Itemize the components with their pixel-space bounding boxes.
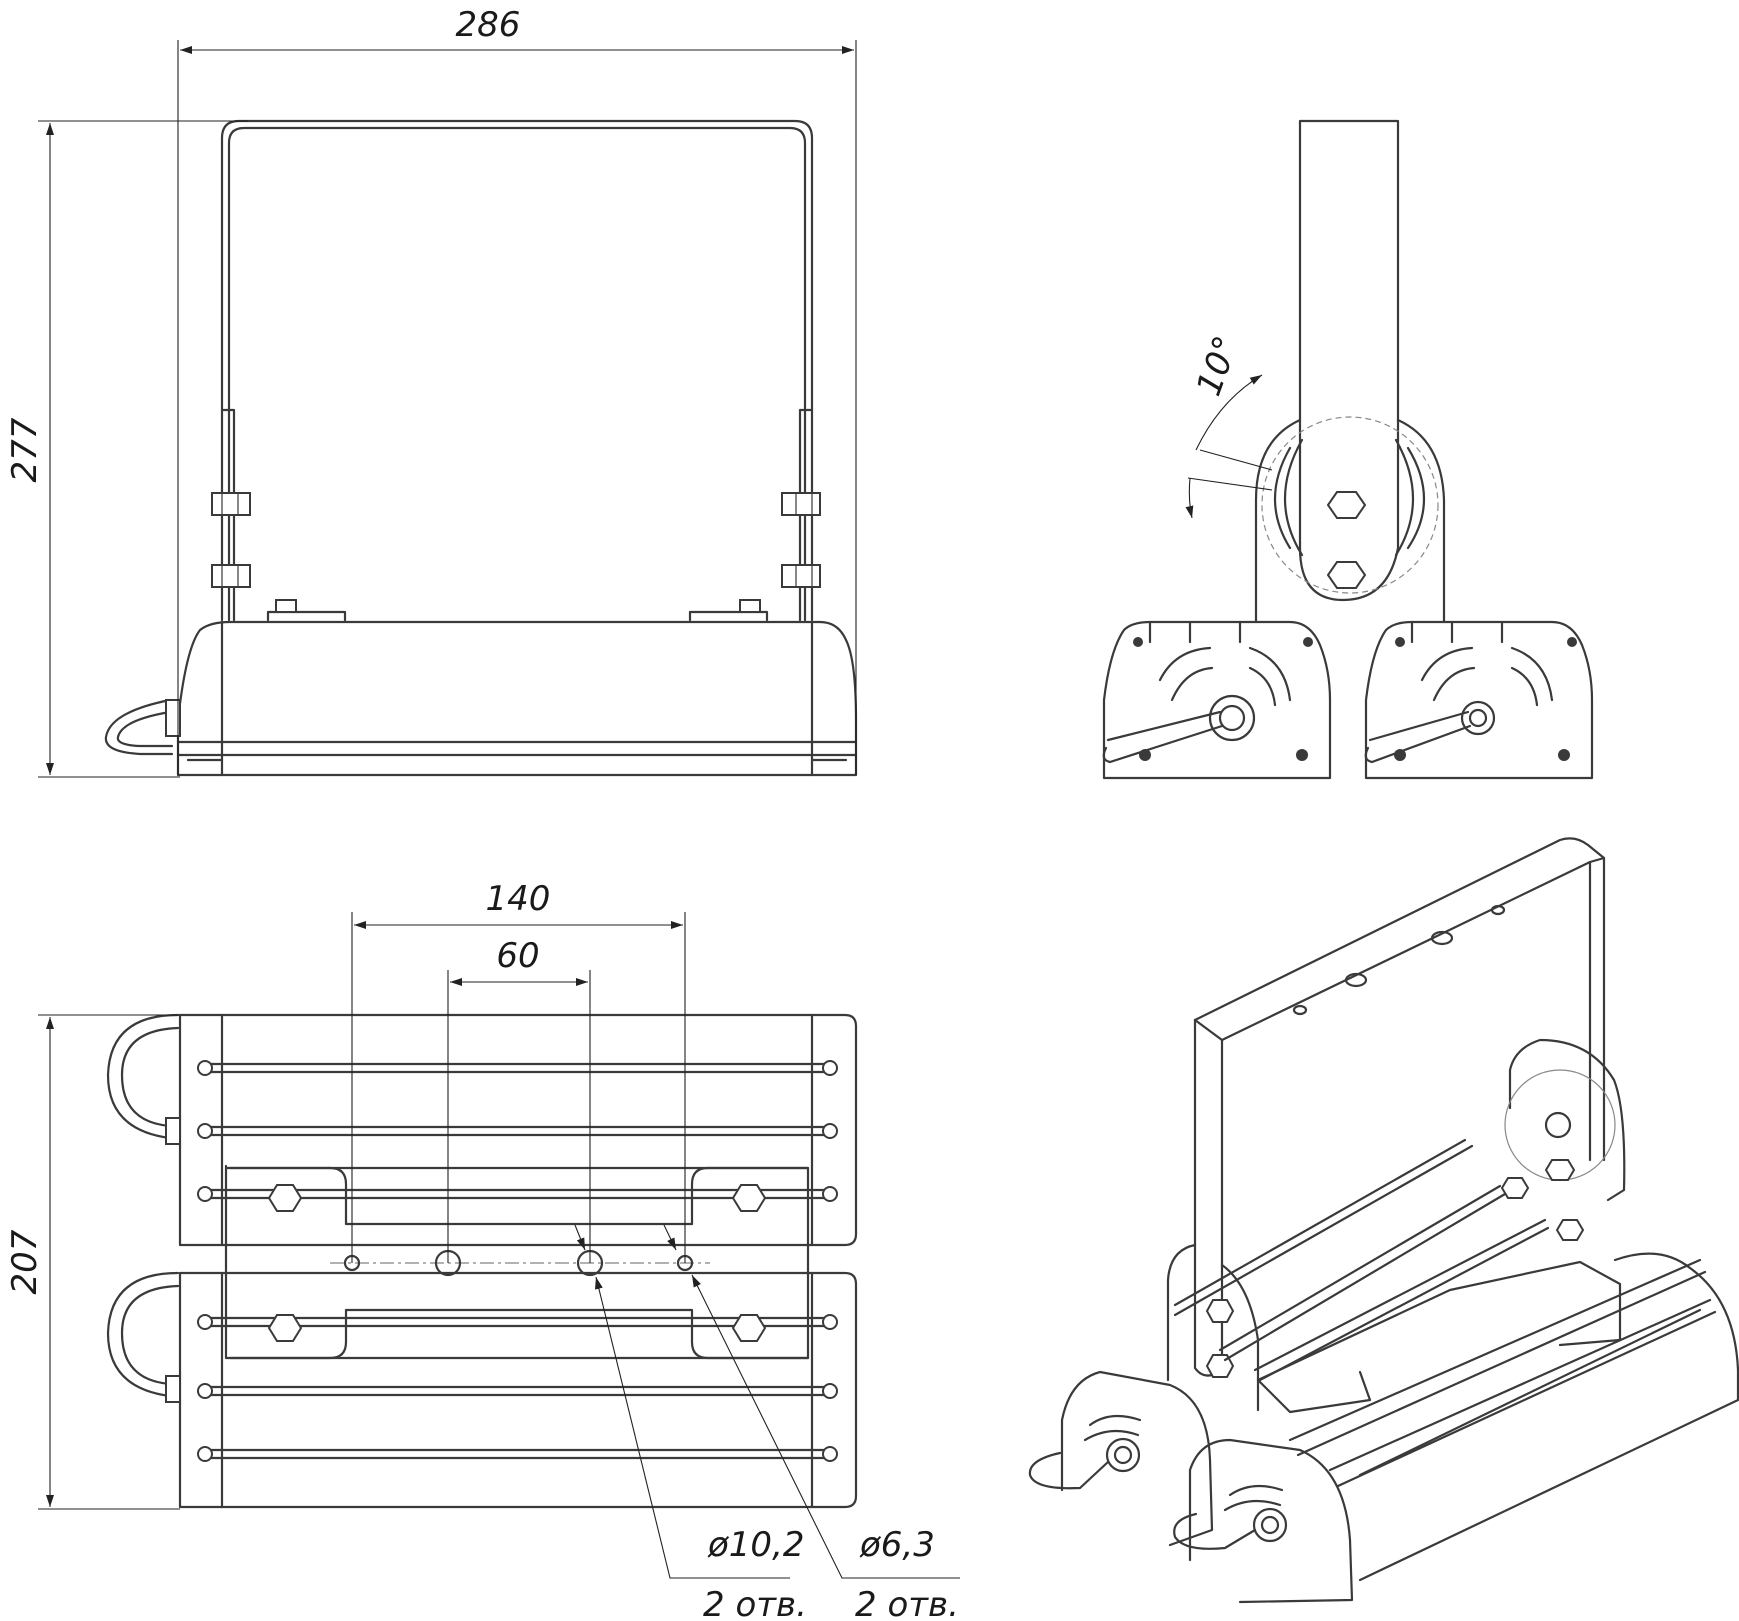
callout-small-count: 2 отв. bbox=[855, 1585, 959, 1621]
dim-140-label: 140 bbox=[486, 879, 551, 919]
callout-large-diameter: ø10,2 bbox=[707, 1525, 805, 1565]
front-dimensions: 286 277 bbox=[5, 5, 857, 778]
isometric-view bbox=[1028, 837, 1739, 1604]
bottom-rails bbox=[206, 1062, 830, 1460]
rail-end-caps bbox=[197, 1060, 838, 1462]
side-view: 10° bbox=[1102, 119, 1594, 780]
callout-large-count: 2 отв. bbox=[703, 1585, 807, 1621]
side-pivot-nut-lower bbox=[1326, 561, 1367, 589]
dim-60-label: 60 bbox=[496, 936, 539, 976]
dim-angle-label: 10° bbox=[1189, 331, 1247, 401]
callout-small-diameter: ø6,3 bbox=[859, 1525, 935, 1565]
front-bolts bbox=[211, 492, 821, 588]
side-module-right bbox=[1364, 620, 1594, 780]
iso-end-caps bbox=[1028, 1370, 1354, 1604]
bottom-view bbox=[106, 1013, 858, 1509]
front-view bbox=[104, 119, 858, 777]
dim-height-label: 277 bbox=[5, 417, 45, 482]
dim-width-label: 286 bbox=[456, 5, 521, 45]
side-module-left bbox=[1102, 620, 1332, 780]
side-pivot-nut-upper bbox=[1326, 491, 1367, 519]
bottom-dimensions: 140 60 207 ø10,2 2 отв. ø6,3 2 отв. bbox=[5, 879, 960, 1621]
dim-depth-label: 207 bbox=[5, 1229, 45, 1294]
